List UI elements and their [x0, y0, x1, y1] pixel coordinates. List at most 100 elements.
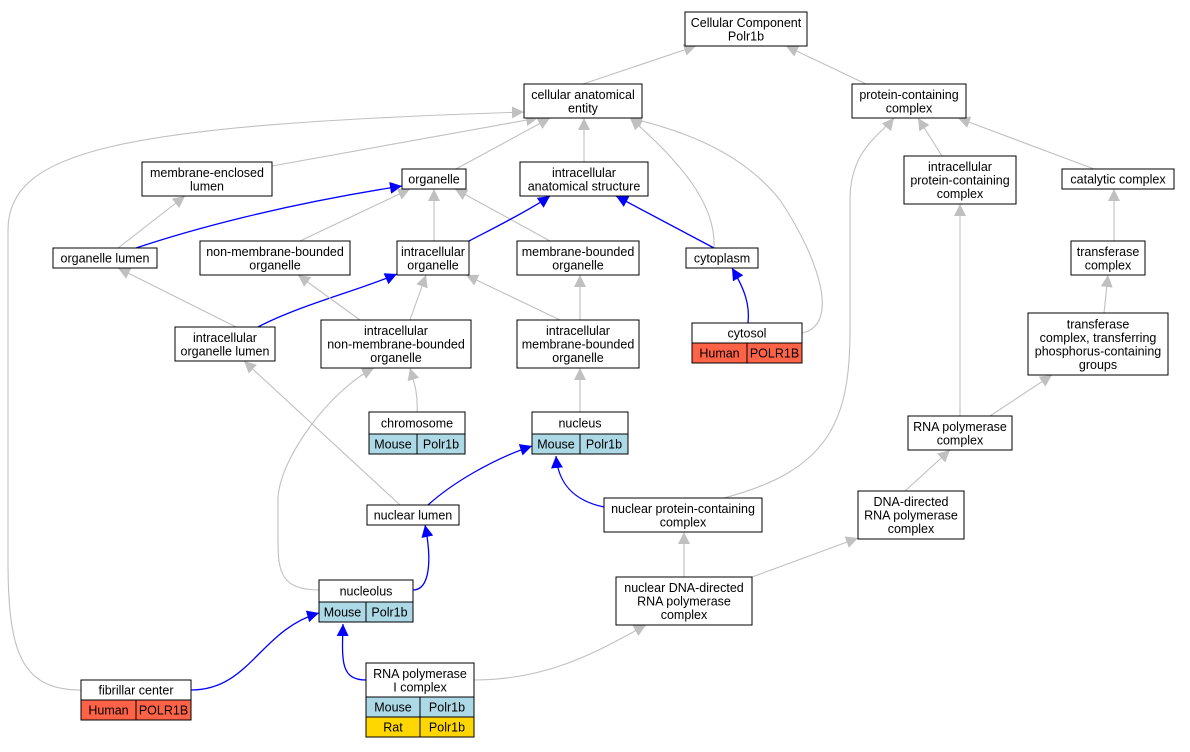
node-label-line: complex	[661, 608, 708, 622]
node-label-line: entity	[568, 101, 599, 115]
node-label-line: phosphorus-containing	[1035, 344, 1162, 358]
node-label-line: anatomical structure	[528, 179, 641, 193]
node-inmbo[interactable]: intracellularnon-membrane-boundedorganel…	[320, 319, 472, 369]
edge-iol-to-olum	[117, 267, 237, 328]
node-box	[174, 326, 276, 362]
edge-pcc-to-root	[785, 45, 867, 85]
edge-fc-to-nucleolus	[190, 610, 320, 691]
node-label-line: RNA polymerase	[637, 595, 731, 609]
node-label-line: complex	[937, 187, 984, 201]
node-label-line: protein-containing	[910, 174, 1009, 188]
node-label-line: intracellular	[364, 324, 428, 338]
node-label-line: lumen	[190, 179, 224, 193]
species-cell	[579, 433, 629, 455]
node-box	[52, 247, 158, 269]
node-label-line: nuclear protein-containing	[611, 502, 755, 516]
node-box	[320, 319, 472, 369]
edge-nucleolus-to-nlum	[412, 524, 434, 591]
edge-chrom-to-inmbo	[407, 367, 420, 413]
species-cell	[419, 716, 475, 738]
node-box	[1027, 312, 1169, 376]
node-label-line: cytosol	[728, 327, 767, 341]
node-cat[interactable]: catalytic complex	[1061, 168, 1175, 190]
node-box	[1061, 168, 1175, 190]
edge-ndrp-to-ddrp	[751, 536, 859, 578]
node-label-line: RNA polymerase	[373, 667, 467, 681]
node-org[interactable]: organelle	[401, 168, 467, 190]
gene-symbol: Polr1b	[371, 606, 407, 620]
node-label-line: complex	[888, 522, 935, 536]
species-name: Mouse	[374, 438, 412, 452]
node-box	[1070, 240, 1146, 276]
node-label-line: non-membrane-bounded	[206, 245, 344, 259]
node-label-line: cellular anatomical	[531, 88, 635, 102]
node-olum[interactable]: organelle lumen	[52, 247, 158, 269]
edge-cyto-to-cae	[629, 117, 715, 249]
edge-nucleolus-to-inmbo	[277, 367, 375, 591]
edge-mbo-to-org	[454, 188, 551, 242]
edge-olum-to-mel	[117, 195, 186, 249]
node-box	[366, 504, 460, 526]
species-cell	[746, 342, 803, 364]
node-label-line: intracellular	[928, 160, 992, 174]
node-label-line: organelle	[552, 351, 603, 365]
node-nlum[interactable]: nuclear lumen	[366, 504, 460, 526]
edge-iol-to-io	[257, 273, 398, 328]
edge-inmbo-to-io	[409, 274, 428, 321]
node-label-line: Polr1b	[728, 29, 764, 43]
edge-nlum-to-iol	[243, 360, 401, 506]
node-label-line: fibrillar center	[98, 684, 173, 698]
species-name: Rat	[383, 721, 403, 735]
node-label-line: I complex	[393, 680, 447, 694]
node-label-line: organelle	[249, 258, 300, 272]
node-box	[903, 155, 1017, 205]
edge-olum-to-org	[135, 181, 403, 249]
edge-mel-to-cae	[271, 114, 539, 167]
node-box	[685, 247, 759, 269]
node-box	[141, 161, 273, 197]
edge-fc-to-cae	[7, 106, 525, 691]
edge-cat-to-pcc	[957, 116, 1095, 170]
node-box	[523, 83, 643, 119]
species-name: Human	[88, 704, 128, 718]
node-label-line: non-membrane-bounded	[327, 338, 465, 352]
node-label-line: nucleolus	[340, 585, 393, 599]
edge-cytosol-to-cyto	[731, 267, 750, 324]
node-cyto[interactable]: cytoplasm	[685, 247, 759, 269]
node-label-line: RNA polymerase	[864, 509, 958, 523]
node-box	[516, 240, 640, 276]
species-name: Mouse	[374, 701, 412, 715]
node-label-line: nucleus	[558, 417, 601, 431]
species-name: Mouse	[324, 606, 362, 620]
node-label-line: chromosome	[381, 417, 453, 431]
edge-nmbo-to-org	[299, 188, 411, 242]
node-label-line: organelle	[407, 258, 458, 272]
node-label-line: complex	[660, 515, 707, 529]
edge-tcp-to-trans	[1100, 274, 1113, 314]
